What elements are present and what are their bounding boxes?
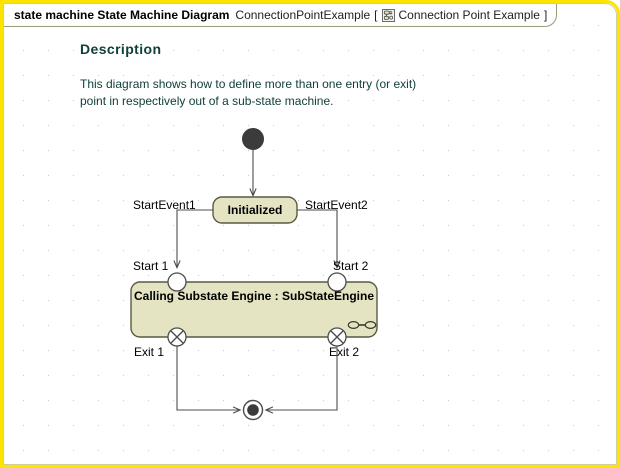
description-body: This diagram shows how to define more th… xyxy=(80,77,417,108)
exit-point-label-exit-2: Exit 2 xyxy=(329,345,360,359)
entry-point-label-start-1: Start 1 xyxy=(133,259,169,273)
state-calling-substate-engine[interactable] xyxy=(130,281,378,338)
entry-point-label-start-2: Start 2 xyxy=(333,259,369,273)
description-heading: Description xyxy=(80,41,162,57)
exit-point-exit-1[interactable] xyxy=(167,327,187,347)
exit-point-label-exit-1: Exit 1 xyxy=(134,345,165,359)
diagram-title-bar: state machine State Machine Diagram Conn… xyxy=(4,4,558,27)
bracket-open: [ xyxy=(374,8,378,22)
transition-exit-1-to-final[interactable] xyxy=(176,346,240,410)
entry-point-start-1[interactable] xyxy=(167,272,187,292)
transition-label-start-event-2: StartEvent2 xyxy=(305,198,368,212)
entry-point-start-2[interactable] xyxy=(327,272,347,292)
diagram-kind-label: state machine State Machine Diagram xyxy=(14,8,230,22)
state-initialized-label: Initialized xyxy=(227,203,283,217)
diagram-alias-label: Connection Point Example xyxy=(398,8,540,22)
state-machine-diagram-icon xyxy=(381,8,395,22)
exit-point-exit-2[interactable] xyxy=(327,327,347,347)
diagram-name-label: ConnectionPointExample xyxy=(235,8,371,22)
diagram-canvas[interactable]: Initialized Calling Substate Engine : Su… xyxy=(4,4,616,464)
transition-exit-2-to-final[interactable] xyxy=(266,346,338,410)
submachine-reference-icon xyxy=(347,321,377,330)
diagram-graphics-layer xyxy=(130,128,378,421)
initial-state-node[interactable] xyxy=(242,128,264,150)
state-calling-substate-engine-label: Calling Substate Engine : SubStateEngine xyxy=(133,289,375,303)
bracket-close: ] xyxy=(543,8,548,22)
transition-start-event-2[interactable] xyxy=(297,209,337,268)
final-state-node[interactable] xyxy=(242,399,264,421)
transition-start-event-1[interactable] xyxy=(177,209,213,268)
transition-label-start-event-1: StartEvent1 xyxy=(133,198,196,212)
